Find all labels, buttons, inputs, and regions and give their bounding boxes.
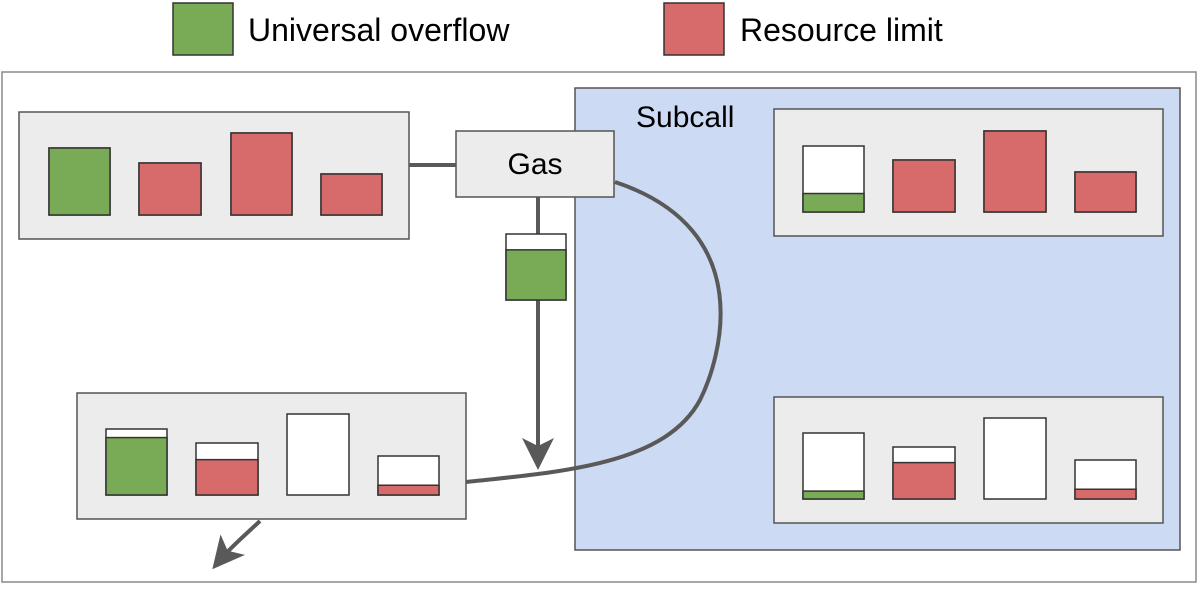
subcall-end-green-bar-1-fill [802, 490, 865, 500]
subcall-end-red-bar-2-fill [892, 461, 956, 500]
legend-red-label: Resource limit [740, 12, 943, 48]
gas-label: Gas [507, 148, 562, 181]
subcall-label: Subcall [636, 101, 734, 134]
caller-start-red-bar-3-fill [230, 132, 293, 216]
subcall-start-red-bar-3-fill [983, 130, 1047, 213]
caller-end-red-bar-2-fill [195, 458, 259, 496]
legend-green-label: Universal overflow [248, 12, 510, 48]
caller-end-red-bar-4-fill [377, 484, 440, 496]
subcall-end-red-bar-3-outline [983, 417, 1047, 500]
caller-end-red-bar-3-outline [286, 413, 350, 496]
gas-transfer-green-bar-1-fill [505, 249, 567, 301]
caller-start-red-bar-4-fill [320, 173, 383, 216]
subcall-return-curve [465, 180, 723, 484]
caller-start-green-bar-1-fill [48, 147, 111, 216]
gas-box [455, 130, 615, 198]
resource-bars [48, 130, 1137, 500]
subcall-start-red-bar-4-fill [1074, 171, 1137, 213]
subcall-end-green-bar-1-outline [802, 432, 865, 500]
caller-start-red-bar-2-fill [138, 162, 202, 216]
subcall-start-red-bar-2-fill [892, 159, 956, 213]
legend: Universal overflow Resource limit [172, 2, 943, 56]
subcall-end-red-bar-4-fill [1074, 488, 1137, 500]
caller-end-green-bar-1-fill [105, 436, 168, 496]
legend-green-swatch [172, 2, 234, 56]
subcall-start-green-bar-1-fill [802, 192, 865, 213]
exit-arrow [212, 519, 262, 570]
legend-red-swatch [663, 2, 725, 56]
